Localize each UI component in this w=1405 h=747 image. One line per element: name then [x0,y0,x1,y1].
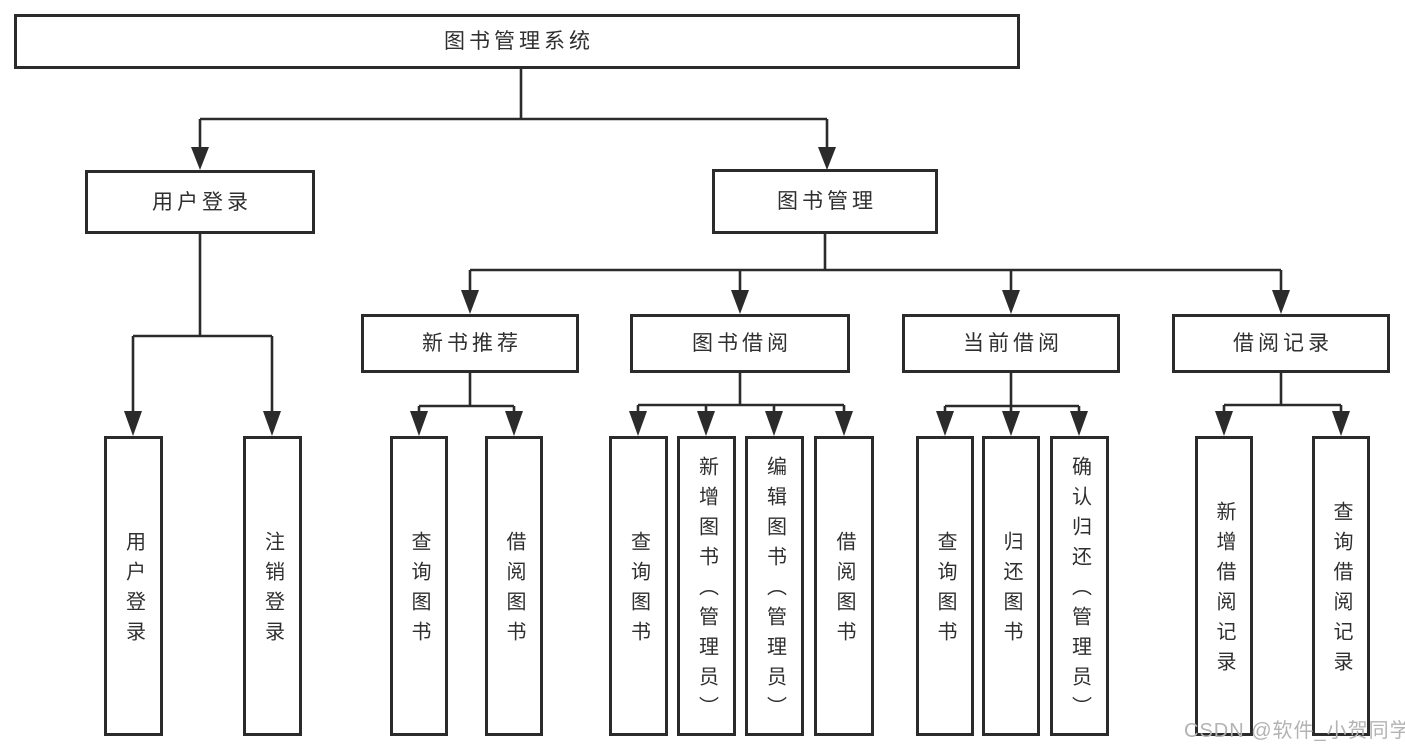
leaf-label: 查询图书 [408,531,430,651]
leaf-edit-book-admin: 编辑图书（管理员） [745,436,804,736]
leaf-borrow-book-1: 借阅图书 [485,436,543,736]
node-new-book-recommend: 新书推荐 [361,314,579,373]
node-label: 当前借阅 [963,332,1063,355]
node-book-management: 图书管理 [712,169,938,234]
leaf-confirm-return-admin: 确认归还（管理员） [1050,436,1109,736]
node-label: 用户登录 [152,190,252,214]
node-label: 新书推荐 [422,332,522,355]
node-current-borrowing: 当前借阅 [902,314,1120,373]
leaf-query-book-1: 查询图书 [390,436,448,736]
node-book-management-system: 图书管理系统 [14,14,1020,69]
leaf-label: 借阅图书 [833,531,855,651]
leaf-query-borrow-record: 查询借阅记录 [1312,436,1370,736]
node-label: 借阅记录 [1233,332,1333,355]
node-label: 图书管理系统 [444,30,594,53]
node-label: 图书借阅 [692,332,792,355]
leaf-query-book-3: 查询图书 [916,436,974,736]
leaf-logout: 注销登录 [243,436,302,736]
node-borrowing-records: 借阅记录 [1172,314,1390,373]
leaf-user-login: 用户登录 [104,436,163,736]
csdn-watermark: CSDN @软件_小贺同学 [1184,720,1405,742]
leaf-label: 查询图书 [627,531,650,651]
leaf-label: 新增借阅记录 [1213,501,1235,681]
leaf-label: 查询借阅记录 [1330,501,1352,681]
leaf-label: 查询图书 [934,531,956,651]
leaf-add-borrow-record: 新增借阅记录 [1195,436,1253,736]
leaf-label: 用户登录 [122,531,145,651]
node-user-login: 用户登录 [85,170,315,234]
leaf-add-book-admin: 新增图书（管理员） [677,436,736,736]
leaf-label: 确认归还（管理员） [1068,456,1091,726]
leaf-label: 归还图书 [1000,531,1022,651]
leaf-label: 借阅图书 [503,531,525,651]
leaf-label: 注销登录 [261,531,284,651]
leaf-label: 新增图书（管理员） [695,456,718,726]
leaf-borrow-book-2: 借阅图书 [814,436,874,736]
node-book-borrowing: 图书借阅 [630,314,850,373]
leaf-return-book: 归还图书 [982,436,1040,736]
leaf-query-book-2: 查询图书 [609,436,668,736]
leaf-label: 编辑图书（管理员） [763,456,786,726]
node-label: 图书管理 [777,190,877,213]
